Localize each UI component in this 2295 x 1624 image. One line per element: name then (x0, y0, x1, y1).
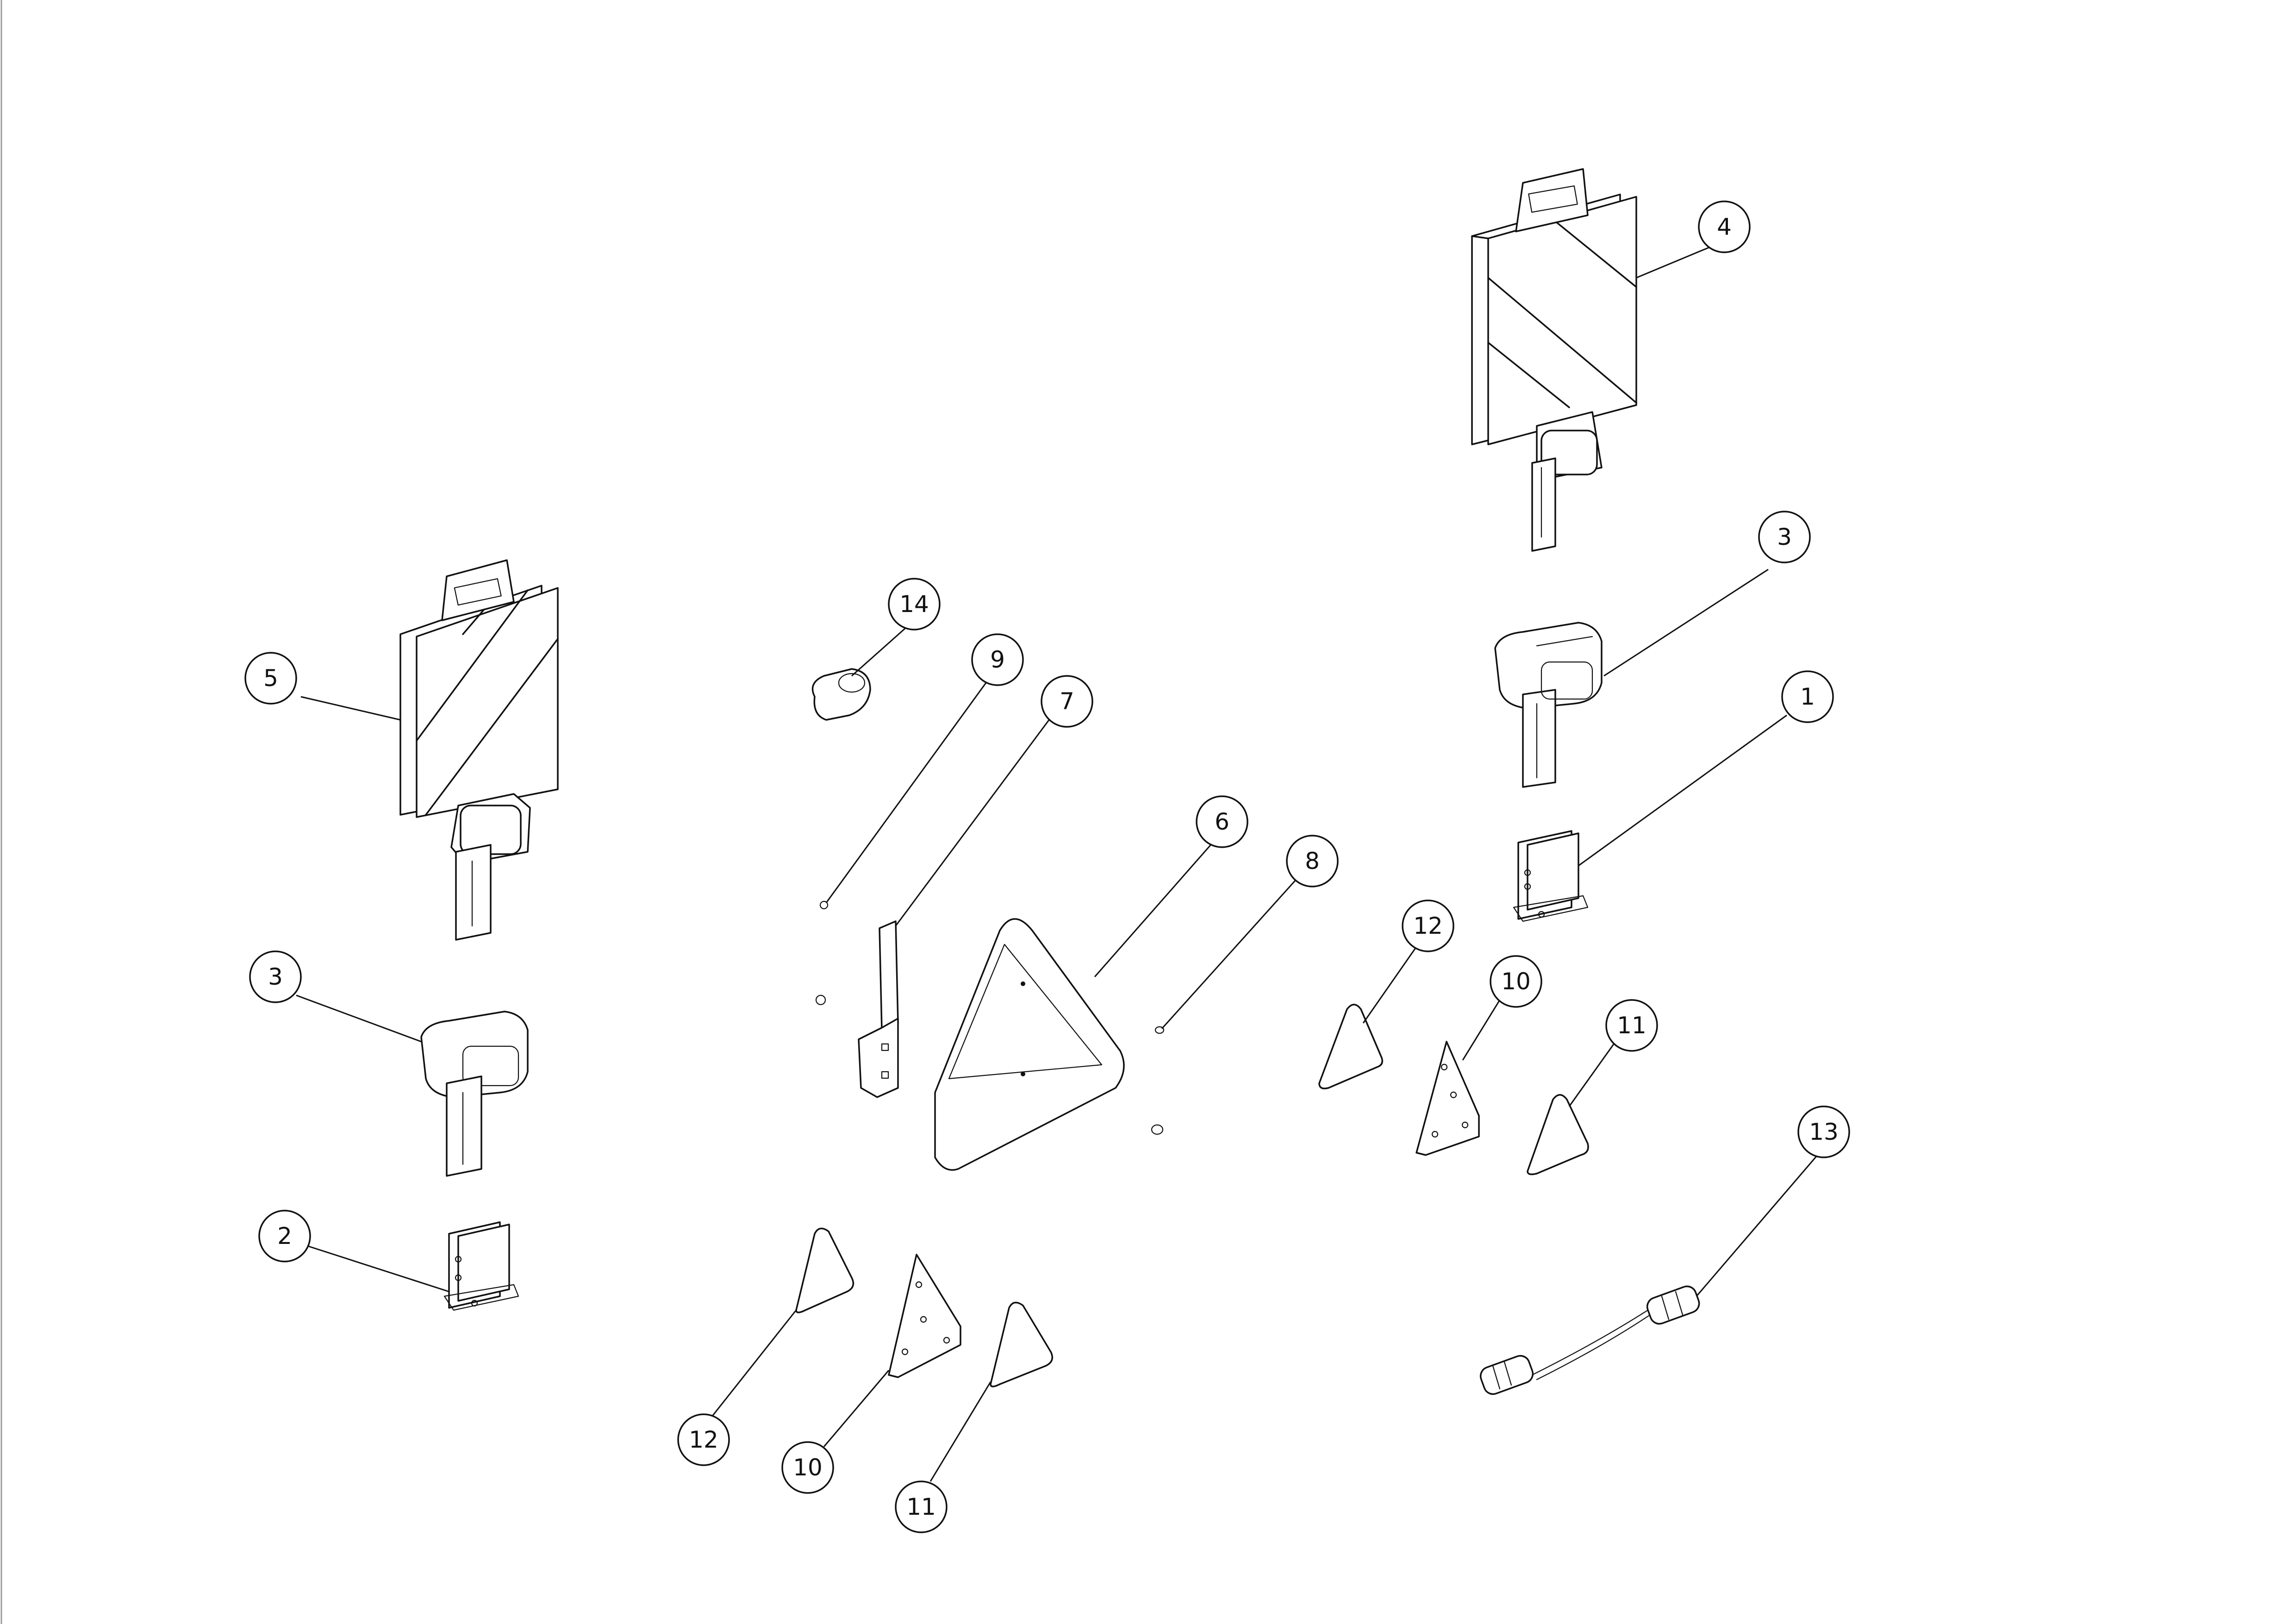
callout-10-right: 10 (1490, 955, 1542, 1008)
callout-label: 11 (906, 1493, 936, 1520)
cable-holder (811, 668, 871, 721)
lamp-assembly-right (1494, 622, 1603, 788)
reflector-plate-10-bottom (888, 1254, 961, 1378)
callout-label: 10 (1501, 968, 1531, 995)
callout-11-right: 11 (1605, 999, 1658, 1052)
callout-12-right: 12 (1402, 899, 1454, 952)
callout-label: 13 (1809, 1118, 1839, 1145)
slow-moving-vehicle-triangle (934, 918, 1125, 1171)
callout-8: 8 (1286, 835, 1339, 887)
callout-6: 6 (1196, 795, 1248, 848)
callout-label: 3 (268, 963, 283, 990)
mounting-bracket-right (1513, 830, 1589, 922)
callout-1: 1 (1781, 670, 1834, 723)
callout-label: 12 (1413, 912, 1443, 939)
callout-label: 4 (1717, 213, 1732, 240)
leader-lines (296, 242, 1822, 1482)
reflector-plate-10-right (1416, 1041, 1480, 1156)
callout-label: 14 (899, 591, 929, 618)
cable-with-plug (1479, 1285, 1700, 1395)
callout-label: 12 (689, 1426, 718, 1453)
callout-label: 6 (1215, 808, 1229, 835)
callout-label: 8 (1305, 848, 1320, 874)
nut-part-9 (815, 994, 826, 1006)
callout-14: 14 (888, 578, 941, 631)
reflector-triangle-12-right (1318, 1004, 1383, 1089)
nut-part-8 (1151, 1124, 1164, 1135)
callout-label: 9 (990, 646, 1005, 673)
reflector-triangle-11-right (1527, 1094, 1589, 1175)
callout-4: 4 (1698, 200, 1751, 253)
callout-5: 5 (244, 652, 297, 705)
callout-10-bottom: 10 (781, 1441, 834, 1494)
callout-11-bottom: 11 (895, 1480, 948, 1533)
callout-2: 2 (258, 1210, 311, 1262)
callout-13: 13 (1797, 1106, 1850, 1158)
reflector-triangle-12-bottom (795, 1227, 854, 1313)
warning-board-left (399, 559, 559, 941)
mounting-bracket-left (443, 1221, 519, 1311)
callout-label: 10 (793, 1454, 823, 1481)
warning-board-right (1471, 168, 1637, 552)
callout-3-right: 3 (1758, 511, 1811, 563)
callout-7: 7 (1041, 675, 1093, 728)
callout-9: 9 (971, 633, 1024, 686)
callout-label: 3 (1777, 524, 1792, 550)
callout-label: 5 (263, 665, 278, 692)
callout-3-left: 3 (249, 950, 302, 1003)
lamp-assembly-left (420, 1011, 529, 1177)
reflector-triangle-11-bottom (990, 1301, 1054, 1387)
bolt-part-9 (819, 900, 829, 910)
callout-label: 11 (1617, 1012, 1646, 1039)
callout-label: 7 (1060, 688, 1074, 715)
triangle-bracket (858, 920, 899, 1098)
callout-label: 1 (1800, 683, 1815, 710)
callout-12-bottom: 12 (677, 1413, 730, 1466)
screw-part-8 (1154, 1026, 1165, 1034)
callout-label: 2 (277, 1223, 292, 1249)
